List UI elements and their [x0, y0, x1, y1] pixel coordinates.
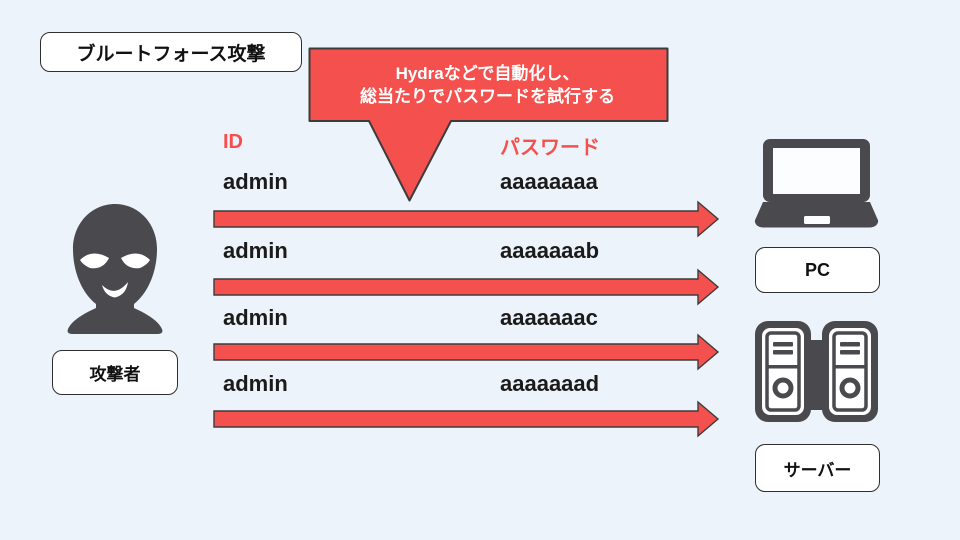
id-column-header: ID — [223, 131, 243, 153]
callout-text: Hydraなどで自動化し、 総当たりでパスワードを試行する — [308, 48, 667, 121]
password-column-header: パスワード — [500, 137, 600, 159]
attempt-arrow — [213, 400, 720, 438]
laptop-icon — [754, 139, 879, 228]
attacker-label-box: 攻撃者 — [52, 350, 178, 395]
server-label-box: サーバー — [755, 444, 880, 492]
server-label: サーバー — [783, 460, 852, 480]
attempt-arrow — [213, 200, 720, 238]
password-cell: aaaaaaab — [500, 238, 600, 263]
masked-attacker-icon — [67, 204, 163, 334]
diagram-title-box: ブルートフォース攻撃 — [40, 32, 302, 72]
id-cell: admin — [223, 371, 288, 396]
id-cell: admin — [223, 305, 288, 330]
password-cell: aaaaaaaa — [500, 169, 598, 194]
callout-bubble-shape — [308, 47, 669, 202]
callout-line-2: 総当たりでパスワードを試行する — [360, 86, 615, 106]
attempt-arrow — [213, 268, 720, 306]
id-cell: admin — [223, 169, 288, 194]
callout-line-1: Hydraなどで自動化し、 — [395, 63, 580, 83]
id-cell: admin — [223, 238, 288, 263]
pc-label-box: PC — [755, 247, 880, 293]
password-cell: aaaaaaad — [500, 371, 600, 396]
server-icon — [755, 321, 878, 422]
diagram-title: ブルートフォース攻撃 — [76, 43, 266, 65]
attacker-label: 攻撃者 — [89, 365, 141, 384]
password-cell: aaaaaaac — [500, 305, 598, 330]
pc-label: PC — [804, 259, 830, 280]
attempt-arrow — [213, 333, 720, 371]
